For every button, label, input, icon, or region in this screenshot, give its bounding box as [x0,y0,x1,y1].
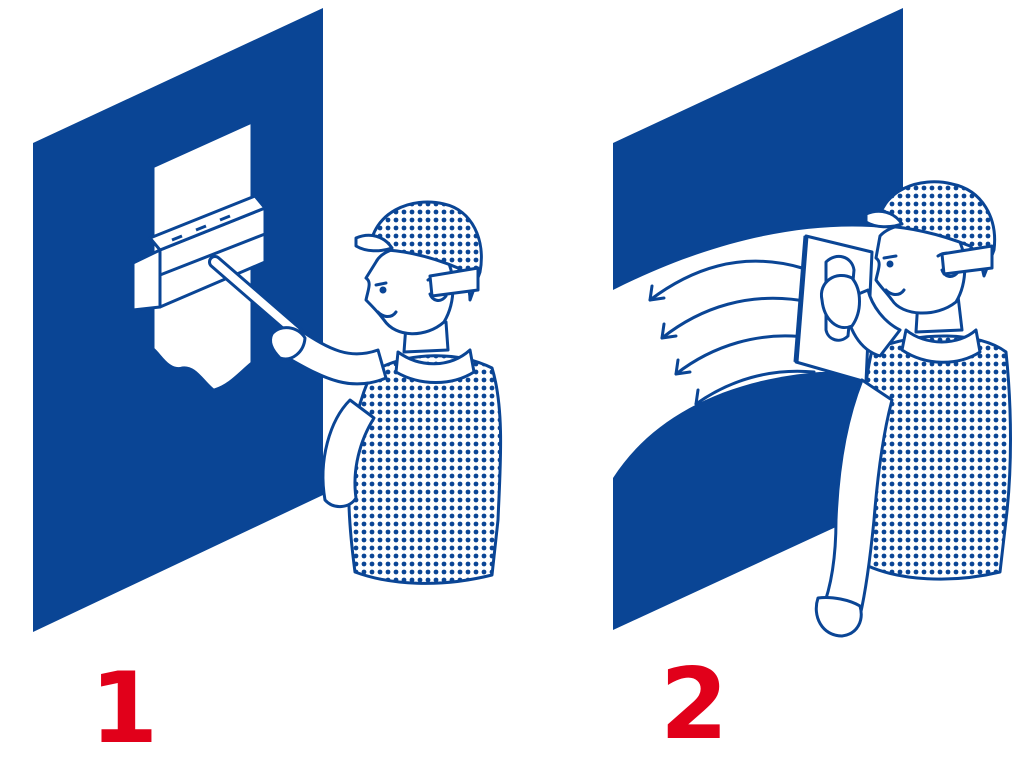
step-1-number: 1 [90,652,159,766]
step-2-wall-upper [613,8,903,290]
step-2-wall-lower [613,372,903,630]
step-1-panel [33,8,503,632]
plaster-roller-icon [131,194,312,347]
step-1-worker [268,200,503,585]
smoothing-motion-arrows [648,259,816,406]
step-2-panel [613,8,1012,638]
step-2-number: 2 [660,648,729,762]
step-2-worker [814,180,1012,638]
